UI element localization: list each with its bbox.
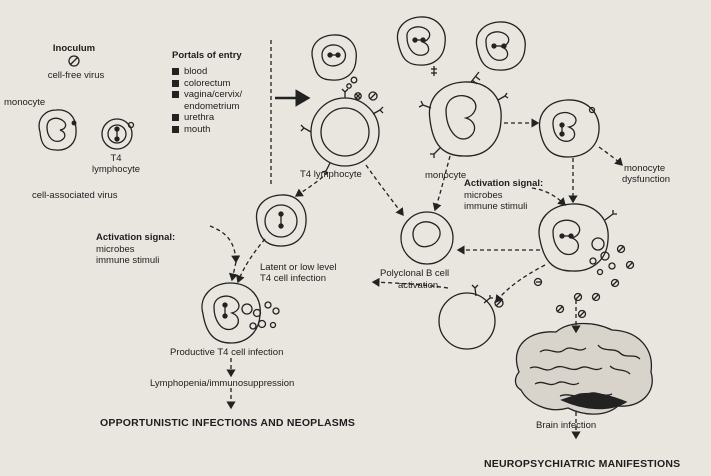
brain-illustration bbox=[515, 324, 652, 415]
infected-monocyte-right bbox=[471, 22, 525, 84]
portal-item-mouth: mouth bbox=[172, 124, 242, 136]
t4-lymphocyte-cell bbox=[301, 89, 383, 175]
infected-monocyte-left bbox=[397, 17, 445, 76]
monocyte-dysfunction-label-2: dysfunction bbox=[622, 174, 670, 185]
inoculum-monocyte-label: monocyte bbox=[4, 97, 45, 108]
free-virus-particles bbox=[535, 246, 634, 318]
bullet-square-icon bbox=[172, 126, 179, 133]
latent-t4-cell bbox=[257, 195, 307, 246]
lower-t4-cell bbox=[439, 285, 503, 349]
productive-t4-cell bbox=[202, 283, 279, 343]
bullet-square-icon bbox=[172, 114, 179, 121]
t4-lymphocyte-label: T4 lymphocyte bbox=[300, 169, 362, 180]
virus-symbol-icon bbox=[69, 56, 79, 66]
inoculum-title: Inoculum bbox=[44, 43, 104, 54]
inoculum-monocyte-cell bbox=[39, 110, 76, 150]
neuropsychiatric-label: NEUROPSYCHIATRIC MANIFESTIONS bbox=[484, 459, 680, 470]
inoculum-t4-label: T4 bbox=[96, 153, 136, 164]
cell-associated-virus-label: cell-associated virus bbox=[32, 190, 118, 201]
monocyte-dysfunction-label-1: monocyte bbox=[624, 163, 665, 174]
b-cell bbox=[401, 212, 453, 264]
activation-signal-right-1: microbes bbox=[464, 190, 503, 201]
bullet-square-icon bbox=[172, 68, 179, 75]
activation-signal-left-title: Activation signal: bbox=[96, 232, 175, 243]
infected-t4-top-cell bbox=[312, 35, 377, 100]
portal-item-vagina: vagina/cervix/ bbox=[172, 89, 242, 101]
activation-signal-left-2: immune stimuli bbox=[96, 255, 159, 266]
portal-item-blood: blood bbox=[172, 66, 242, 78]
activation-signal-right-2: immune stimuli bbox=[464, 201, 527, 212]
portal-item-colorectum: colorectum bbox=[172, 78, 242, 90]
opportunistic-infections-label: OPPORTUNISTIC INFECTIONS AND NEOPLASMS bbox=[100, 418, 355, 429]
portal-item-urethra: urethra bbox=[172, 112, 242, 124]
latent-infection-label-2: T4 cell infection bbox=[260, 273, 326, 284]
cell-free-virus-label: cell-free virus bbox=[36, 70, 116, 81]
portals-title: Portals of entry bbox=[172, 50, 242, 61]
inoculum-lymphocyte-label: lymphocyte bbox=[86, 164, 146, 175]
central-monocyte-cell bbox=[419, 82, 508, 158]
brain-infection-label: Brain infection bbox=[536, 420, 596, 431]
productive-infection-label: Productive T4 cell infection bbox=[170, 347, 283, 358]
activation-signal-left-1: microbes bbox=[96, 244, 135, 255]
portals-list: blood colorectum vagina/cervix/ endometr… bbox=[172, 66, 242, 135]
dysfunction-monocyte-cell bbox=[540, 100, 600, 157]
budding-monocyte-cell bbox=[539, 204, 617, 275]
bullet-square-icon bbox=[172, 91, 179, 98]
latent-infection-label-1: Latent or low level bbox=[260, 262, 337, 273]
lymphopenia-label: Lymphopenia/immunosuppression bbox=[150, 378, 294, 389]
polyclonal-label-1: Polyclonal B cell bbox=[380, 268, 449, 279]
bullet-square-icon bbox=[172, 80, 179, 87]
inoculum-t4-cell bbox=[102, 119, 134, 149]
portal-item-endometrium: endometrium bbox=[172, 101, 242, 113]
polyclonal-label-2: activation bbox=[398, 280, 438, 291]
monocyte-label: monocyte bbox=[425, 170, 466, 181]
activation-signal-right-title: Activation signal: bbox=[464, 178, 543, 189]
